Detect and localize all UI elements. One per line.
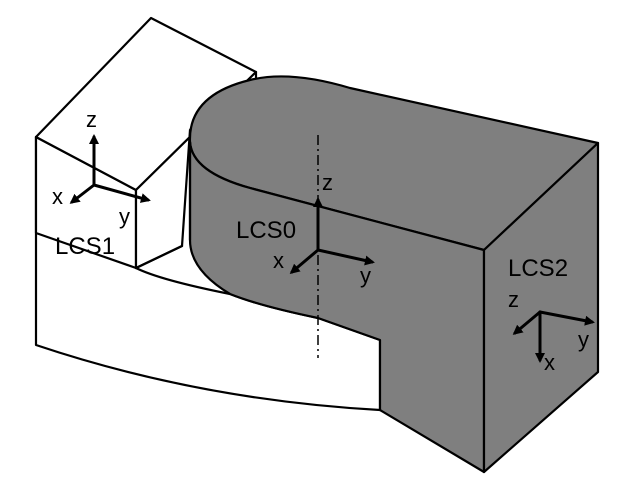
lcs1-frame: z x y LCS1: [52, 107, 151, 260]
lcs0-y-axis: [316, 248, 375, 266]
lcs2-x-label: x: [544, 350, 555, 375]
gray-front-face: [188, 140, 486, 474]
lcs0-frame: z x y LCS0: [236, 170, 375, 288]
lcs1-y-label: y: [119, 204, 130, 229]
lcs1-x-label: x: [52, 184, 63, 209]
lcs0-y-label: y: [360, 263, 371, 288]
lcs1-x-axis: [69, 183, 96, 204]
white-base-block: [34, 16, 382, 412]
lcs0-z-label: z: [322, 170, 333, 195]
lcs2-frame: z x y LCS2: [508, 255, 595, 375]
lcs2-z-axis: [512, 310, 542, 335]
outline-edges: [134, 140, 192, 270]
lcs2-y-label: y: [578, 327, 589, 352]
lcs1-label: LCS1: [55, 233, 115, 260]
lcs1-y-axis: [92, 183, 151, 203]
lcs0-x-label: x: [273, 248, 284, 273]
lcs1-z-label: z: [86, 107, 97, 132]
lcs2-label: LCS2: [508, 255, 568, 282]
lcs2-z-label: z: [508, 287, 519, 312]
lcs0-label: LCS0: [236, 217, 296, 244]
lcs2-y-axis: [538, 310, 595, 326]
lcs0-x-axis: [289, 248, 320, 274]
gray-body: [188, 75, 600, 474]
gray-right-face: [482, 141, 600, 474]
